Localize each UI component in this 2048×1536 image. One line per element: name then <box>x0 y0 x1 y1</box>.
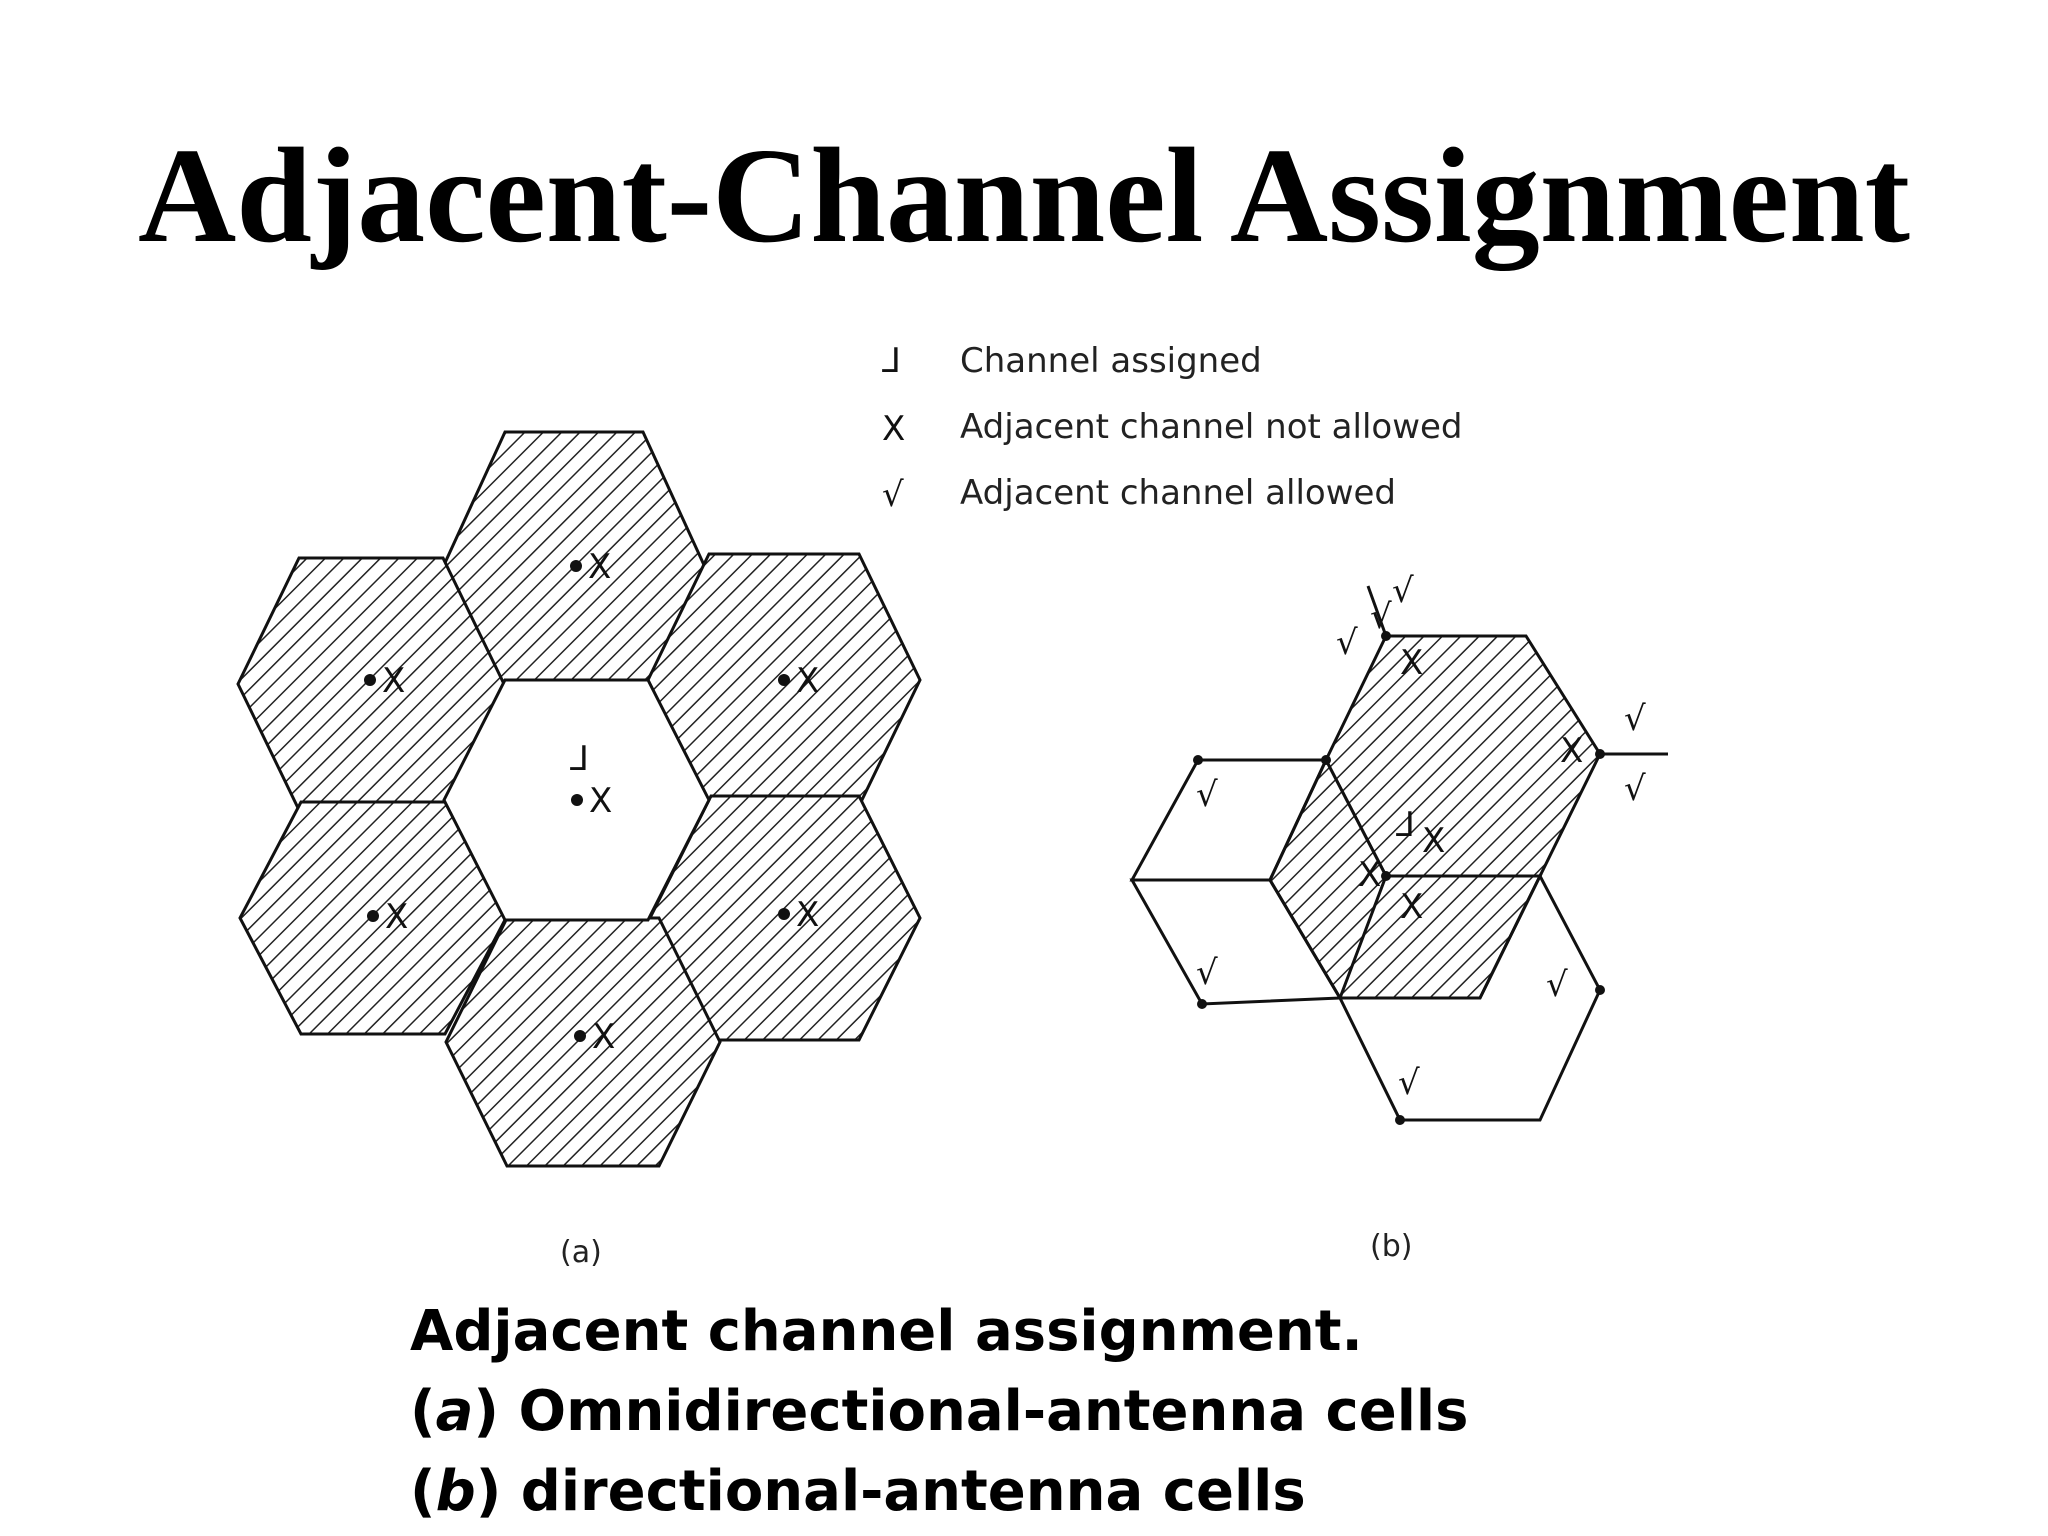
panel-a-omnidirectional-cells <box>236 430 922 1168</box>
legend-symbol-not-allowed: X <box>882 409 905 449</box>
caption-letter-a: a <box>435 1379 474 1444</box>
caption-line-3: (b) directional-antenna cells <box>410 1459 1306 1524</box>
mark-allowed: √ <box>1392 571 1414 611</box>
figure-caption: Adjacent channel assignment. (a) Omnidir… <box>410 1292 1468 1532</box>
mark-not-allowed: X <box>1400 643 1423 683</box>
mark-not-allowed: X <box>1400 887 1423 927</box>
legend-label-allowed: Adjacent channel allowed <box>960 473 1396 513</box>
mark-not-allowed: X <box>588 547 611 587</box>
caption-line-2: (a) Omnidirectional-antenna cells <box>410 1379 1469 1444</box>
mark-allowed: √ <box>1546 965 1568 1005</box>
mark-not-allowed: X <box>385 897 408 937</box>
caption-text-a: Omnidirectional-antenna cells <box>498 1379 1469 1444</box>
caption-letter-b: b <box>435 1459 476 1524</box>
mark-not-allowed: X <box>1358 855 1381 895</box>
mark-allowed: √ <box>1196 953 1218 993</box>
mark-not-allowed: X <box>1560 731 1583 771</box>
legend-label-not-allowed: Adjacent channel not allowed <box>960 407 1463 447</box>
mark-allowed: √ <box>1336 623 1358 663</box>
mark-not-allowed: X <box>796 895 819 935</box>
mark-not-allowed: X <box>1422 821 1445 861</box>
mark-not-allowed: X <box>382 661 405 701</box>
caption-line-1: Adjacent channel assignment. <box>410 1299 1363 1364</box>
cell-hex-bottom <box>444 916 722 1168</box>
mark-assigned: ⅃ <box>1396 805 1415 845</box>
mark-allowed: √ <box>1624 699 1646 739</box>
mark-allowed: √ <box>1398 1063 1420 1103</box>
caption-text-b: directional-antenna cells <box>501 1459 1306 1524</box>
mark-not-allowed: X <box>589 781 612 821</box>
panel-b-label: (b) <box>1370 1229 1412 1264</box>
legend-symbol-assigned: ⅃ <box>882 341 901 381</box>
mark-not-allowed: X <box>796 661 819 701</box>
legend: ⅃ Channel assigned X Adjacent channel no… <box>882 341 1463 515</box>
page-title: Adjacent-Channel Assignment <box>138 121 1910 271</box>
panel-a-label: (a) <box>560 1235 602 1270</box>
mark-assigned: ⅃ <box>570 739 589 779</box>
mark-not-allowed: X <box>592 1017 615 1057</box>
mark-allowed: √ <box>1196 775 1218 815</box>
mark-allowed: √ <box>1370 597 1392 637</box>
legend-symbol-allowed: √ <box>882 475 904 515</box>
panel-b-directional-cells <box>1129 585 1668 1125</box>
mark-allowed: √ <box>1624 769 1646 809</box>
legend-label-assigned: Channel assigned <box>960 341 1262 381</box>
